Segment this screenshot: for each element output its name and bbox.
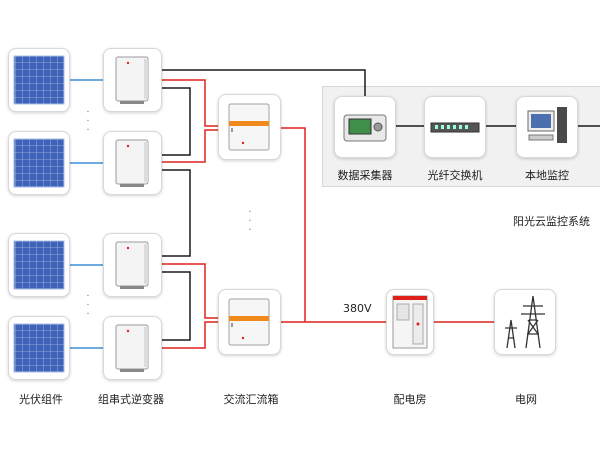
inverter-icon <box>103 48 162 112</box>
label-voltage: 380V <box>343 302 372 315</box>
solar-panel-icon <box>8 316 70 380</box>
switchgear-cabinet-icon <box>386 289 434 355</box>
ellipsis-dots: ··· <box>86 107 90 136</box>
transmission-tower-icon <box>494 289 556 355</box>
label-pv-module: 光伏组件 <box>19 393 63 406</box>
label-power-room: 配电房 <box>393 393 427 406</box>
ac-line <box>162 129 218 163</box>
ac-line <box>162 79 218 127</box>
label-local-monitor: 本地监控 <box>525 169 569 182</box>
inverter-icon <box>103 131 162 195</box>
comm-line <box>162 169 191 257</box>
computer-icon <box>516 96 578 158</box>
inverter-icon <box>103 233 162 297</box>
ac-line <box>281 127 306 322</box>
label-cloud-system: 阳光云监控系统 <box>513 215 590 228</box>
solar-panel-icon <box>8 48 70 112</box>
label-grid: 电网 <box>515 393 537 406</box>
inverter-icon <box>103 316 162 380</box>
combiner-box-icon <box>218 94 281 160</box>
ac-line <box>162 321 218 349</box>
network-switch-icon <box>424 96 486 158</box>
combiner-box-icon <box>218 289 281 355</box>
comm-line <box>162 271 191 341</box>
label-fiber-switch: 光纤交换机 <box>427 169 483 182</box>
comm-line <box>162 87 191 156</box>
data-logger-icon <box>334 96 396 158</box>
ellipsis-dots: ··· <box>86 291 90 320</box>
ac-line <box>162 263 218 319</box>
label-ac-combiner: 交流汇流箱 <box>223 393 279 406</box>
solar-panel-icon <box>8 131 70 195</box>
solar-panel-icon <box>8 233 70 297</box>
label-string-inverter: 组串式逆变器 <box>98 393 164 406</box>
label-data-collector: 数据采集器 <box>337 169 393 182</box>
ellipsis-dots: ··· <box>248 207 252 236</box>
comm-line <box>162 69 366 96</box>
